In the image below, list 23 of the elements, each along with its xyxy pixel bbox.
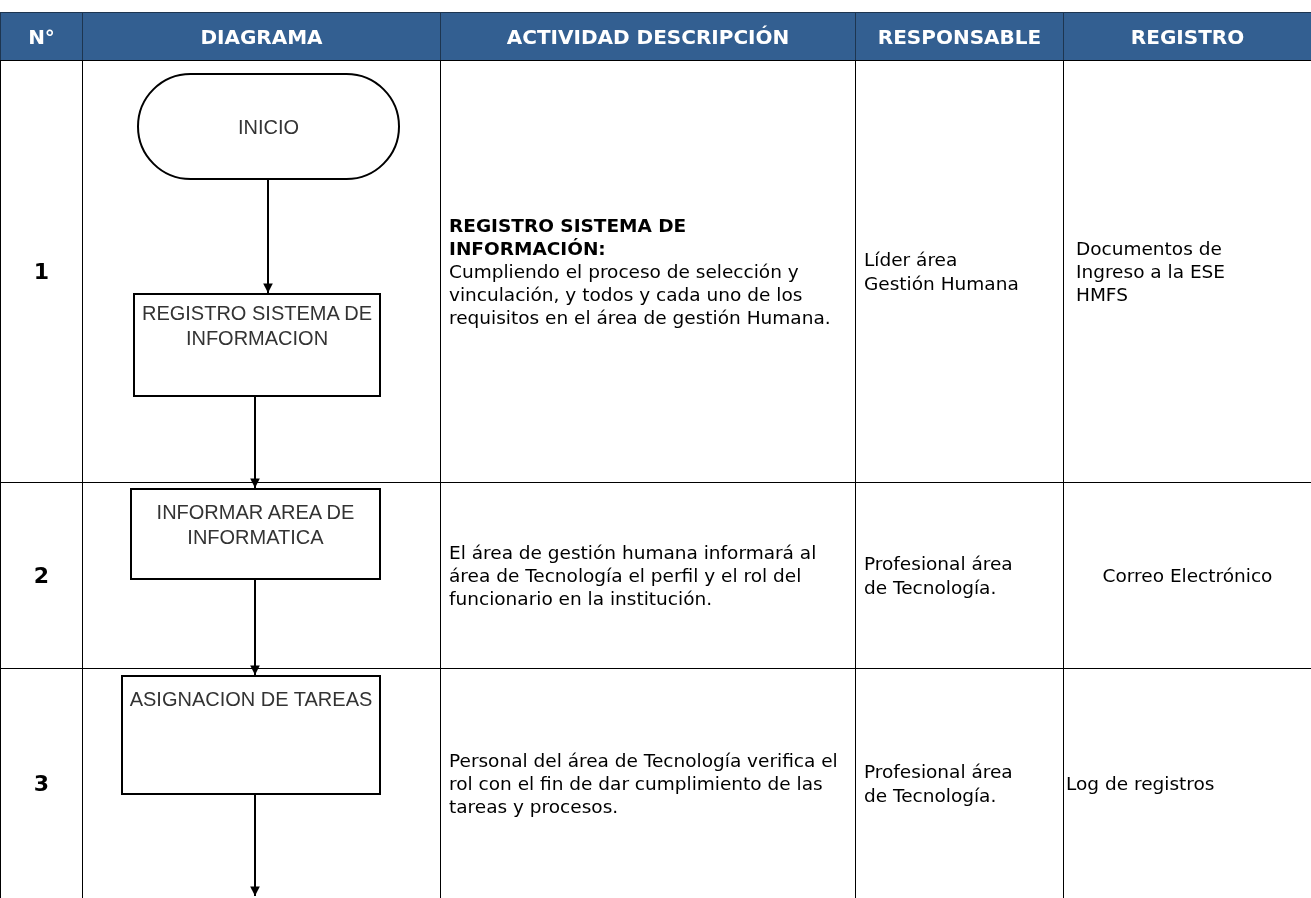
column-header: ACTIVIDAD DESCRIPCIÓN xyxy=(440,12,856,61)
responsible-text: Profesional área de Tecnología. xyxy=(864,552,1014,599)
record-text: Log de registros xyxy=(1066,771,1215,796)
process-box: ASIGNACION DE TAREAS xyxy=(121,675,381,795)
description-heading: REGISTRO SISTEMA DE INFORMACIÓN: xyxy=(449,213,688,260)
record-text: Documentos de Ingreso a la ESE HMFS xyxy=(1076,236,1227,307)
column-header: REGISTRO xyxy=(1063,12,1311,61)
terminal-shape: INICIO xyxy=(137,73,400,180)
record-text: Correo Electrónico xyxy=(1102,563,1273,588)
step-number: 1 xyxy=(33,257,50,286)
arrow xyxy=(248,794,258,898)
description-text: Cumpliendo el proceso de selección y vinculación, y todos y cada uno de los requisitos en el área de gestión Humana. xyxy=(449,259,832,330)
process-box: INFORMAR AREA DE INFORMATICA xyxy=(130,488,381,580)
responsible-text: Líder área Gestión Humana xyxy=(864,248,1020,295)
column-header: RESPONSABLE xyxy=(855,12,1064,61)
column-header: N° xyxy=(0,12,83,61)
column-header: DIAGRAMA xyxy=(82,12,441,61)
responsible-text: Profesional área de Tecnología. xyxy=(864,760,1014,807)
process-box: REGISTRO SISTEMA DE INFORMACION xyxy=(133,293,381,397)
step-number: 2 xyxy=(33,561,50,590)
description-text: El área de gestión humana informará al área de Tecnología el perfil y el rol del funcionario en la institución. xyxy=(449,540,818,611)
step-number: 3 xyxy=(33,769,50,798)
description-text: Personal del área de Tecnología verifica el rol con el fin de dar cumplimiento de las tareas y procesos. xyxy=(449,748,839,819)
